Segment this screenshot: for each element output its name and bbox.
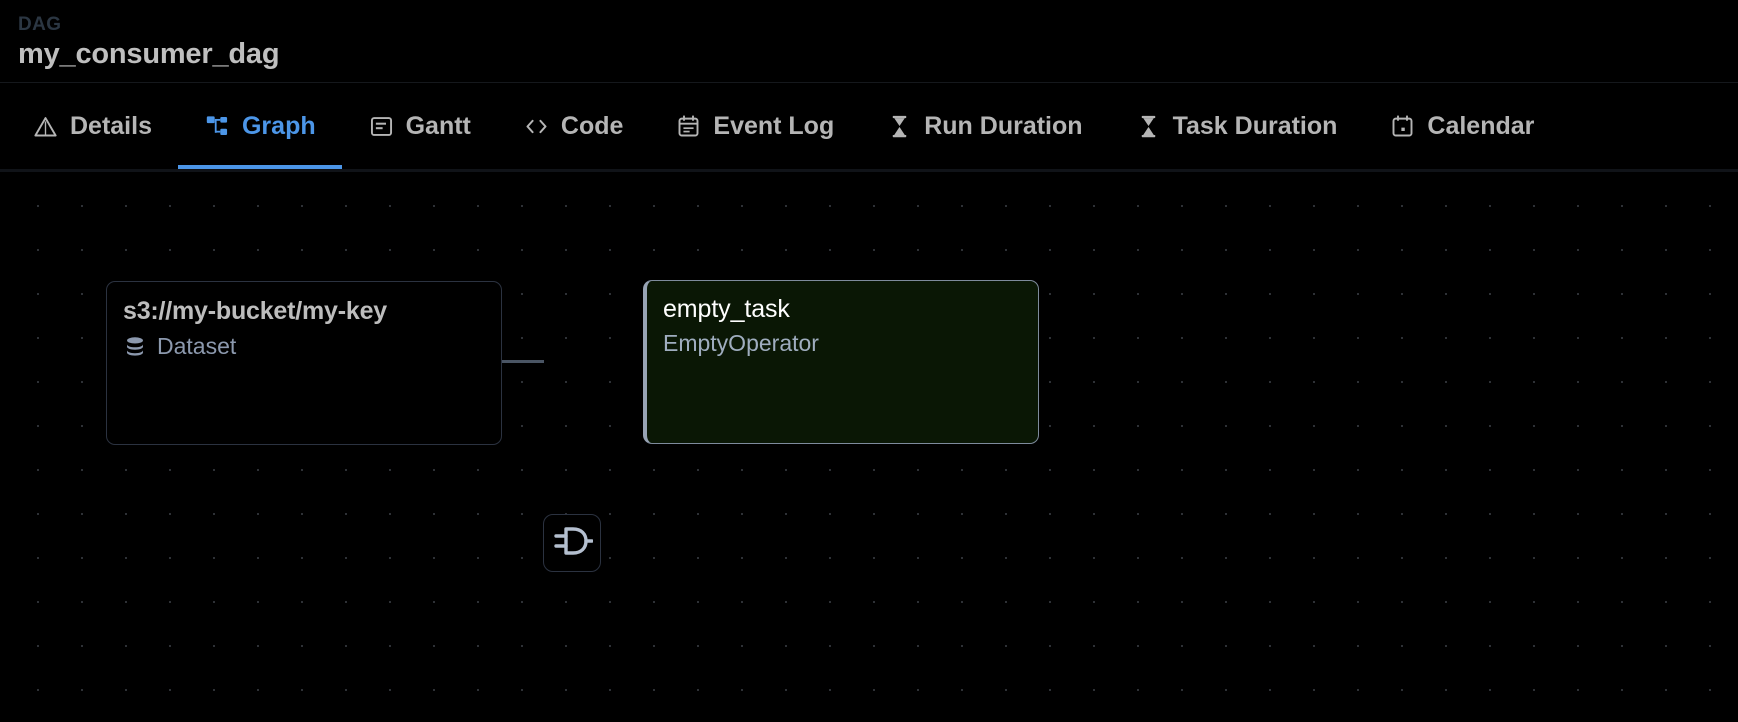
tab-task-duration-label: Task Duration: [1172, 111, 1338, 140]
hourglass-icon: [886, 113, 913, 140]
hierarchy-icon: [204, 113, 231, 140]
tab-calendar-label: Calendar: [1427, 111, 1535, 140]
tab-details-label: Details: [70, 111, 152, 140]
dag-kicker-label: DAG: [18, 14, 62, 35]
calendar-list-icon: [675, 113, 702, 140]
tab-details[interactable]: Details: [6, 83, 178, 169]
tab-task-duration[interactable]: Task Duration: [1109, 83, 1364, 169]
task-node-title: empty_task: [663, 295, 790, 324]
graph-node-dataset[interactable]: s3://my-bucket/my-key Dataset: [106, 281, 502, 446]
tab-event-log-label: Event Log: [713, 111, 835, 140]
header-divider: [0, 82, 1738, 84]
tabbar-divider: [0, 169, 1738, 173]
code-brackets-icon: [523, 113, 550, 140]
tab-bar: Details Graph Gantt: [0, 83, 1738, 170]
tab-run-duration-label: Run Duration: [924, 111, 1083, 140]
database-icon: [123, 335, 147, 359]
tab-event-log[interactable]: Event Log: [649, 83, 860, 169]
dataset-node-title: s3://my-bucket/my-key: [123, 297, 387, 326]
tab-graph-label: Graph: [241, 111, 316, 140]
dataset-node-subtitle-row: Dataset: [123, 333, 485, 360]
graph-canvas[interactable]: s3://my-bucket/my-key Dataset: [0, 172, 1738, 709]
tab-gantt[interactable]: Gantt: [342, 83, 497, 169]
calendar-icon: [1389, 113, 1416, 140]
tab-run-duration[interactable]: Run Duration: [860, 83, 1108, 169]
tab-code-label: Code: [560, 111, 624, 140]
page-title: my_consumer_dag: [18, 37, 280, 70]
tab-gantt-label: Gantt: [405, 111, 471, 140]
task-node-subtitle: EmptyOperator: [663, 330, 819, 357]
graph-node-task[interactable]: empty_task EmptyOperator: [643, 280, 1039, 445]
warning-triangle-icon: [32, 113, 59, 140]
tab-calendar[interactable]: Calendar: [1363, 83, 1560, 169]
logic-gate-icon: [551, 524, 594, 563]
active-tab-indicator: [177, 165, 342, 170]
page-header: DAG my_consumer_dag: [0, 0, 1738, 82]
graph-connector-gate[interactable]: [543, 514, 601, 573]
hourglass-icon: [1135, 113, 1162, 140]
tab-graph[interactable]: Graph: [177, 83, 342, 170]
tab-code[interactable]: Code: [497, 83, 650, 169]
graph-edge: [502, 360, 544, 364]
dataset-node-subtitle: Dataset: [157, 333, 237, 360]
gantt-chart-icon: [368, 113, 395, 140]
